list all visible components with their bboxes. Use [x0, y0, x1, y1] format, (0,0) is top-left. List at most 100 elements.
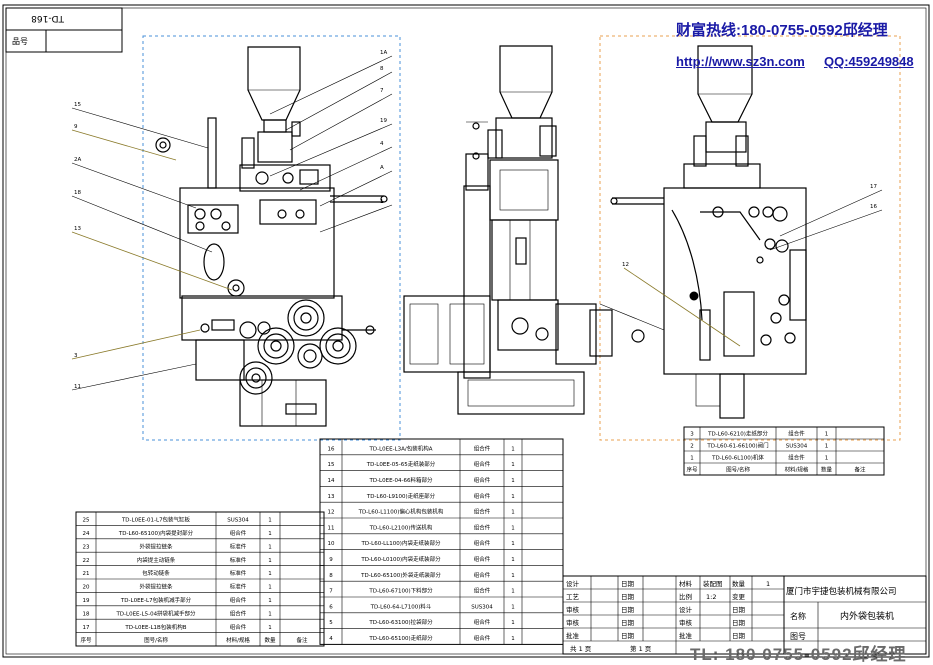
bom-cell-qty: 1: [511, 541, 515, 547]
tb-row3-label: 审核: [566, 605, 580, 614]
bom-cell-qty: 1: [511, 604, 515, 610]
tb-row5-sig: 日期: [621, 632, 635, 640]
bom-cell-material: 组合件: [474, 587, 491, 595]
bom-cell-no: 3: [690, 432, 694, 438]
bom-cell-name: TD-L60-L1100)偏心机构包装机构: [358, 508, 444, 516]
bom-cell-name: 外袋提拉链条: [139, 542, 173, 550]
callout-19: 19: [380, 118, 387, 124]
left-callout-leaders: 15 9 2A 18 13 3 11: [71, 102, 233, 391]
sheet-number: 第 1 页: [630, 644, 652, 653]
bom-cell-qty: 1: [268, 611, 272, 617]
bom-cell-name: TD-L60-L0100)内袋走纸装部分: [360, 555, 441, 563]
tb-row2-label: 工艺: [566, 593, 580, 601]
bom-cell-qty: 1: [511, 557, 515, 563]
callout-12: 12: [622, 262, 629, 268]
bom-cell-qty: 1: [268, 585, 272, 591]
bottom-watermark-text: TL: 180 0755-0592邱经理: [690, 645, 907, 664]
bom-cell-qty: 1: [268, 531, 272, 537]
bom-footer-cell: 数量: [264, 636, 276, 644]
bom-cell-name: TD-L0EE-01-L7包装气缸板: [121, 516, 191, 524]
callout-9: 9: [74, 124, 78, 130]
tb-ratio-label: 比例: [679, 592, 692, 601]
callout-2a: 2A: [74, 157, 81, 163]
bom-cell-name: TD-L60-65100)内袋提封部分: [118, 529, 194, 537]
bom-cell-no: 7: [329, 589, 333, 595]
bom-cell-material: 组合件: [230, 623, 247, 631]
bom-cell-name: TD-L60-61-66100)阀门: [706, 442, 768, 450]
bom-cell-name: TD-L60-63100)拉袋部分: [368, 618, 433, 626]
bom-footer-cell: 图号/名称: [144, 636, 168, 644]
bom-cell-material: 组合件: [474, 539, 491, 547]
product-name: 内外袋包装机: [840, 610, 894, 622]
tb-row3-sig: 日期: [621, 606, 635, 614]
bom-cell-name: TD-L60-LL100)内袋走纸装部分: [361, 539, 441, 547]
website-link[interactable]: http://www.sz3n.com: [676, 54, 805, 69]
bom-cell-name: TD-L60-L9100)走纸座部分: [366, 492, 436, 500]
bom-footer-cell: 备注: [296, 636, 308, 644]
bom-cell-qty: 1: [825, 444, 829, 450]
bom-cell-name: TD-L60-64-L7100)料斗: [370, 602, 432, 610]
part-no-label: 品号: [12, 37, 28, 46]
bom-cell-no: 10: [328, 541, 335, 547]
bom-cell-material: 组合件: [474, 444, 491, 452]
bom-cell-qty: 1: [825, 432, 829, 438]
bom-cell-name: TD-L0EE-05-65走纸装部分: [366, 460, 436, 468]
callout-18: 18: [74, 190, 81, 196]
right-callout-leaders: 17 16 12: [622, 184, 883, 347]
bom-cell-name: TD-L60-65100)外袋走纸装部分: [360, 571, 441, 579]
company-name: 厦门市宇捷包装机械有限公司: [786, 586, 897, 597]
bom-cell-no: 5: [329, 620, 333, 626]
bom-cell-material: 组合件: [474, 618, 491, 626]
bom-cell-no: 22: [83, 558, 90, 564]
callout-a: A: [380, 165, 384, 171]
bom-cell-material: 组合件: [788, 430, 805, 438]
bom-cell-no: 6: [329, 604, 333, 610]
bom-cell-qty: 1: [511, 573, 515, 579]
bom-row: 7 TD-L60-67100)下料部分 组合件 1: [329, 587, 515, 595]
bom-cell-qty: 1: [268, 518, 272, 524]
bom-cell-material: 标准件: [230, 583, 247, 591]
callout-15: 15: [74, 102, 81, 108]
bom-cell-name: TD-L0EE-L7包装机减手部分: [120, 596, 192, 604]
bom-cell-material: 组合件: [474, 508, 491, 516]
bom-cell-material: 组合件: [474, 634, 491, 642]
hotline-banner: 财富热线:180-0755-0592邱经理: [676, 22, 888, 39]
bom-footer-row: 序号图号/名称材料/规格数量备注: [686, 466, 866, 474]
bom-cell-qty: 1: [511, 589, 515, 595]
callout-16: 16: [870, 204, 877, 210]
bom-cell-material: SUS304: [471, 604, 493, 610]
bom-cell-name: TD-L60-67100)下料部分: [368, 587, 433, 595]
bom-cell-material: 标准件: [230, 556, 247, 564]
bom-cell-name: TD-L60-6L100)机体: [711, 454, 764, 462]
bom-cell-qty: 1: [511, 446, 515, 452]
bom-cell-qty: 1: [511, 462, 515, 468]
bom-row: 10 TD-L60-LL100)内袋走纸装部分 组合件 1: [328, 539, 515, 547]
bom-cell-material: 组合件: [230, 596, 247, 604]
bom-cell-no: 4: [329, 636, 333, 642]
qq-contact: QQ:459249848: [824, 54, 914, 69]
bom-cell-no: 17: [83, 625, 90, 631]
tb-approve-date: 日期: [732, 632, 746, 640]
bom-cell-qty: 1: [511, 636, 515, 642]
left-view-dashed-box: [142, 35, 401, 441]
tb-design-label: 设计: [679, 605, 693, 614]
sheet-count: 共 1 页: [570, 644, 592, 653]
bom-cell-material: 组合件: [788, 454, 805, 462]
bom-cell-qty: 1: [268, 571, 272, 577]
tb-ratio-value: 1:2: [706, 593, 716, 601]
tb-row4-sig: 日期: [621, 619, 635, 627]
